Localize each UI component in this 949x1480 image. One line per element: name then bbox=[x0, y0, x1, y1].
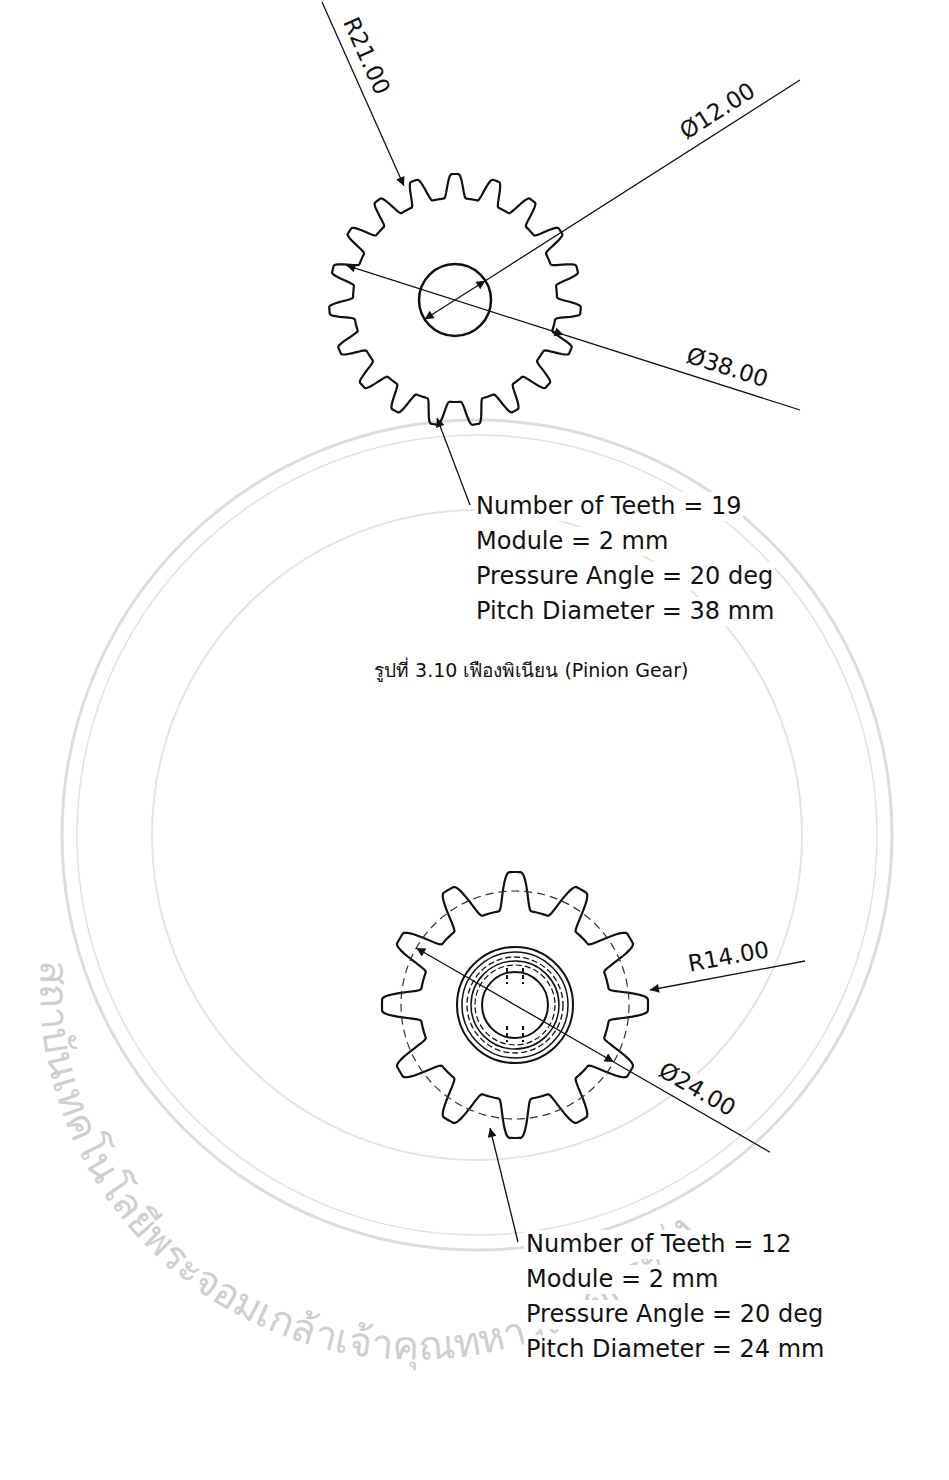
dimension-line bbox=[485, 80, 800, 281]
dimension-line bbox=[564, 335, 800, 410]
gear-spec: Pitch Diameter = 38 mm bbox=[474, 597, 776, 626]
note-leader bbox=[437, 418, 470, 505]
radius-dimension: R14.00 bbox=[684, 936, 773, 979]
diameter-dimension: Ø12.00 bbox=[673, 76, 762, 147]
gear-spec: Pressure Angle = 20 deg bbox=[524, 1300, 825, 1329]
gear-spec: Module = 2 mm bbox=[524, 1265, 720, 1294]
dimension-line bbox=[416, 948, 613, 1062]
gear-spec: Number of Teeth = 12 bbox=[524, 1230, 793, 1259]
dimension-line bbox=[346, 265, 563, 334]
seal-ring bbox=[62, 420, 892, 1250]
gear-spec: Module = 2 mm bbox=[474, 527, 670, 556]
radius-dimension: R21.00 bbox=[336, 11, 396, 101]
gear-spec: Pitch Diameter = 24 mm bbox=[524, 1335, 826, 1364]
gear-spec: Pressure Angle = 20 deg bbox=[474, 562, 775, 591]
gear-outline bbox=[382, 872, 648, 1138]
note-leader bbox=[490, 1128, 518, 1242]
figure-caption: รูปที่ 3.10 เฟืองพิเนียน (Pinion Gear) bbox=[372, 659, 690, 682]
seal-ring bbox=[77, 435, 877, 1235]
pitch-circle bbox=[401, 891, 629, 1119]
diameter-dimension: Ø24.00 bbox=[652, 1055, 742, 1123]
gear-outline bbox=[329, 174, 581, 425]
gear-spec: Number of Teeth = 19 bbox=[474, 492, 743, 521]
radius-leader bbox=[322, 2, 404, 186]
seal-ring bbox=[152, 510, 802, 1160]
